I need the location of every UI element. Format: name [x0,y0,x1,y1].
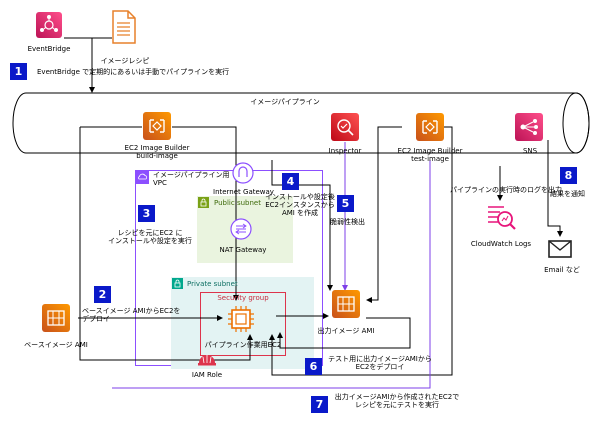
ec2-image-builder-icon [416,113,444,141]
ec2-ib-test-label: EC2 Image Builder test-image [397,147,463,163]
inspector-icon [331,113,359,141]
step-3-badge: 3 [138,205,155,222]
eventbridge-label: EventBridge [27,45,71,53]
vpc-label: イメージパイプライン用 VPC [153,171,230,187]
nat-gateway-label: NAT Gateway [219,246,267,254]
image-recipe-icon [112,10,136,44]
cloudwatch-logs-icon [486,202,516,232]
pipeline-log-label: パイプラインの実行時のログを出力 [450,186,562,194]
ami-icon [332,290,360,318]
step-3-label: レシピを元にEC2 に インストールや設定を実行 [108,229,192,245]
eventbridge-icon [36,12,62,38]
cloudwatch-logs-label: CloudWatch Logs [470,240,532,248]
inspector-label: Inspector [328,147,362,155]
iam-role-label: IAM Role [191,371,223,379]
step-4-badge: 4 [282,173,299,190]
step-7-label: 出力イメージAMIから作成されたEC2で レシピを元にテストを実行 [334,393,460,409]
step-1-label: EventBridge で定期的にあるいは手動でパイプラインを実行 [37,68,230,76]
pipeline-ec2-label: パイプライン作業用EC2 [204,341,282,349]
internet-gateway-label: Internet Gateway [213,188,274,196]
sns-label: SNS [522,147,538,155]
step-5-badge: 5 [337,195,354,212]
private-subnet-label: Private subnet [187,280,238,288]
step-6-label: テスト用に出力イメージAMIから EC2をデプロイ [328,355,432,371]
security-group-label: Security group [217,294,269,302]
step-8-label: 結果を通知 [550,190,585,198]
iam-role-icon [197,352,217,366]
ec2-instance-icon [224,302,258,336]
step-5-label: 脆弱性検出 [330,218,365,226]
step-1-badge: 1 [10,63,27,80]
internet-gateway-icon [232,162,254,184]
ec2-image-builder-icon [143,112,171,140]
ami-icon [42,304,70,332]
email-icon [548,240,572,258]
image-recipe-label: イメージレシピ [100,57,150,65]
step-8-badge: 8 [560,167,577,184]
base-ami-label: ベースイメージ AMI [24,341,88,349]
email-label: Email など [544,266,580,274]
pipeline-label: イメージパイプライン [250,98,320,106]
step-6-badge: 6 [305,358,322,375]
nat-gateway-icon [230,218,252,240]
sns-icon [515,113,543,141]
step-4-label: インストールや設定後 EC2インスタンスから AMI を作成 [265,193,335,217]
step-7-badge: 7 [311,396,328,413]
private-subnet-lock-icon [172,278,183,289]
output-ami-label: 出力イメージ AMI [317,327,375,335]
vpc-icon [136,171,149,184]
step-2-badge: 2 [94,286,111,303]
public-subnet-lock-icon [198,197,209,208]
public-subnet-label: Public subnet [214,199,261,207]
ec2-ib-build-label: EC2 Image Builder build-image [124,144,190,160]
step-2-label: ベースイメージ AMIからEC2を デプロイ [82,307,181,323]
